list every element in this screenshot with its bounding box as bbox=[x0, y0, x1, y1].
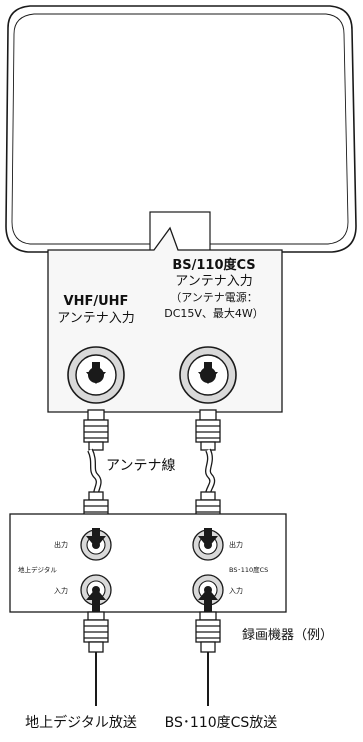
bs-cs-label-line3: （アンテナ電源： bbox=[170, 291, 258, 304]
arrows-into-panel bbox=[86, 362, 218, 384]
antenna-cable-label: アンテナ線 bbox=[104, 455, 178, 475]
arrows-into-recorder-out bbox=[86, 528, 218, 548]
recorder-in-right-label: 入力 bbox=[229, 587, 243, 595]
bs-cs-port-label: BS/110度CS アンテナ入力 （アンテナ電源： DC15V、最大4W） bbox=[150, 258, 278, 322]
vhf-uhf-label-line2: アンテナ入力 bbox=[57, 311, 135, 326]
bs-cs-label-line2: アンテナ入力 bbox=[175, 274, 253, 289]
recorder-bs-label: BS･110度CS bbox=[229, 566, 269, 574]
antenna-cables-lower bbox=[83, 611, 221, 706]
recorder-out-left-label: 出力 bbox=[54, 541, 68, 549]
vhf-uhf-port-label: VHF/UHF アンテナ入力 bbox=[50, 293, 142, 327]
recorder-box bbox=[9, 513, 287, 613]
recorder-out-right-label: 出力 bbox=[229, 541, 243, 549]
arrows-into-recorder-in bbox=[86, 588, 218, 612]
bs-cs-label-line1: BS/110度CS bbox=[172, 258, 256, 273]
recorder-in-left-label: 入力 bbox=[54, 587, 68, 595]
tv-back bbox=[5, 5, 357, 253]
bs-cs-label-line4: DC15V、最大4W） bbox=[164, 307, 264, 320]
recorder-digital-label: 地上デジタル bbox=[18, 566, 57, 574]
terrestrial-digital-broadcast-label: 地上デジタル放送 bbox=[25, 715, 137, 731]
vhf-uhf-label-line1: VHF/UHF bbox=[63, 294, 129, 309]
bs-cs-broadcast-label: BS･110度CS放送 bbox=[164, 715, 278, 731]
recorder-device-label: 録画機器（例） bbox=[242, 628, 334, 643]
